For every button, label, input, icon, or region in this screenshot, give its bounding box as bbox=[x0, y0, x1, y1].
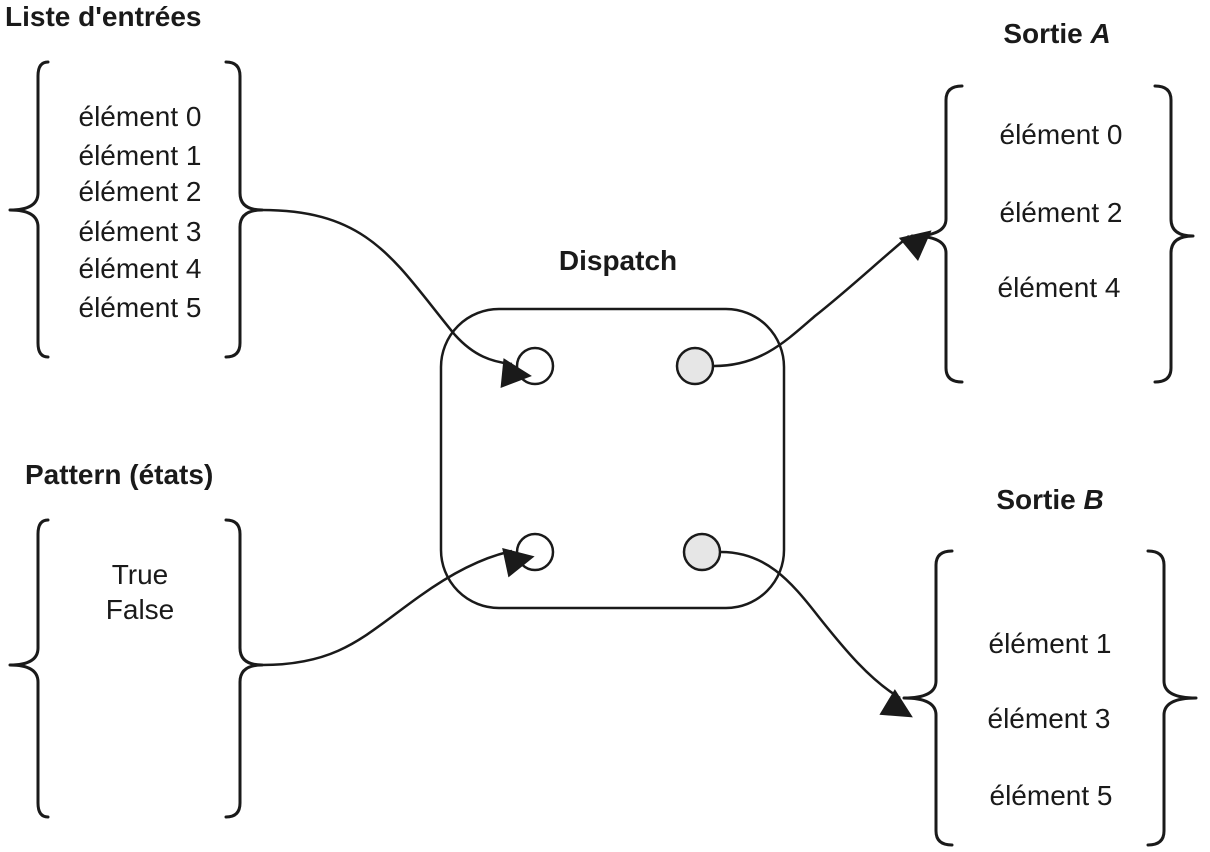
output-a-group: Sortie A élément 0 élément 2 élément 4 bbox=[910, 18, 1195, 384]
output-a-item: élément 4 bbox=[998, 272, 1121, 303]
output-a-item: élément 2 bbox=[1000, 197, 1123, 228]
pattern-item: False bbox=[106, 594, 174, 625]
pattern-left-brace bbox=[8, 518, 50, 819]
dispatch-title: Dispatch bbox=[559, 245, 677, 276]
input-list-item: élément 4 bbox=[79, 253, 202, 284]
output-b-title: Sortie B bbox=[996, 484, 1103, 515]
output-a-title: Sortie A bbox=[1003, 18, 1110, 49]
dispatch-box bbox=[439, 307, 786, 610]
output-b-left-brace bbox=[902, 549, 954, 847]
arrow-dispatch-to-output-b bbox=[720, 550, 913, 718]
output-b-item: élément 1 bbox=[989, 628, 1112, 659]
dispatch-input-port-pattern bbox=[515, 532, 555, 572]
dispatch-input-port-list bbox=[515, 346, 555, 386]
output-b-item: élément 3 bbox=[988, 703, 1111, 734]
input-list-group: Liste d'entrées élément 0 élément 1 élém… bbox=[5, 1, 264, 359]
output-a-right-brace bbox=[1153, 84, 1195, 384]
pattern-group: Pattern (états) True False bbox=[8, 459, 264, 819]
arrow-pattern-to-dispatch bbox=[261, 547, 535, 667]
input-list-item: élément 3 bbox=[79, 216, 202, 247]
input-list-item: élément 2 bbox=[79, 176, 202, 207]
input-list-item: élément 0 bbox=[79, 101, 202, 132]
arrow-input-list-to-dispatch bbox=[261, 208, 532, 388]
input-list-title: Liste d'entrées bbox=[5, 1, 202, 32]
input-list-item: élément 1 bbox=[79, 140, 202, 171]
output-b-right-brace bbox=[1146, 549, 1198, 847]
dispatch-output-port-a bbox=[675, 346, 715, 386]
input-list-right-brace bbox=[224, 60, 264, 359]
output-a-left-brace bbox=[910, 84, 964, 384]
pattern-right-brace bbox=[224, 518, 264, 819]
arrow-dispatch-to-output-a bbox=[713, 230, 932, 368]
output-b-group: Sortie B élément 1 élément 3 élément 5 bbox=[902, 484, 1198, 847]
dispatch-output-port-b bbox=[682, 532, 722, 572]
pattern-title: Pattern (états) bbox=[25, 459, 213, 490]
output-b-item: élément 5 bbox=[990, 780, 1113, 811]
input-list-item: élément 5 bbox=[79, 292, 202, 323]
output-a-item: élément 0 bbox=[1000, 119, 1123, 150]
input-list-left-brace bbox=[8, 60, 50, 359]
pattern-item: True bbox=[112, 559, 169, 590]
